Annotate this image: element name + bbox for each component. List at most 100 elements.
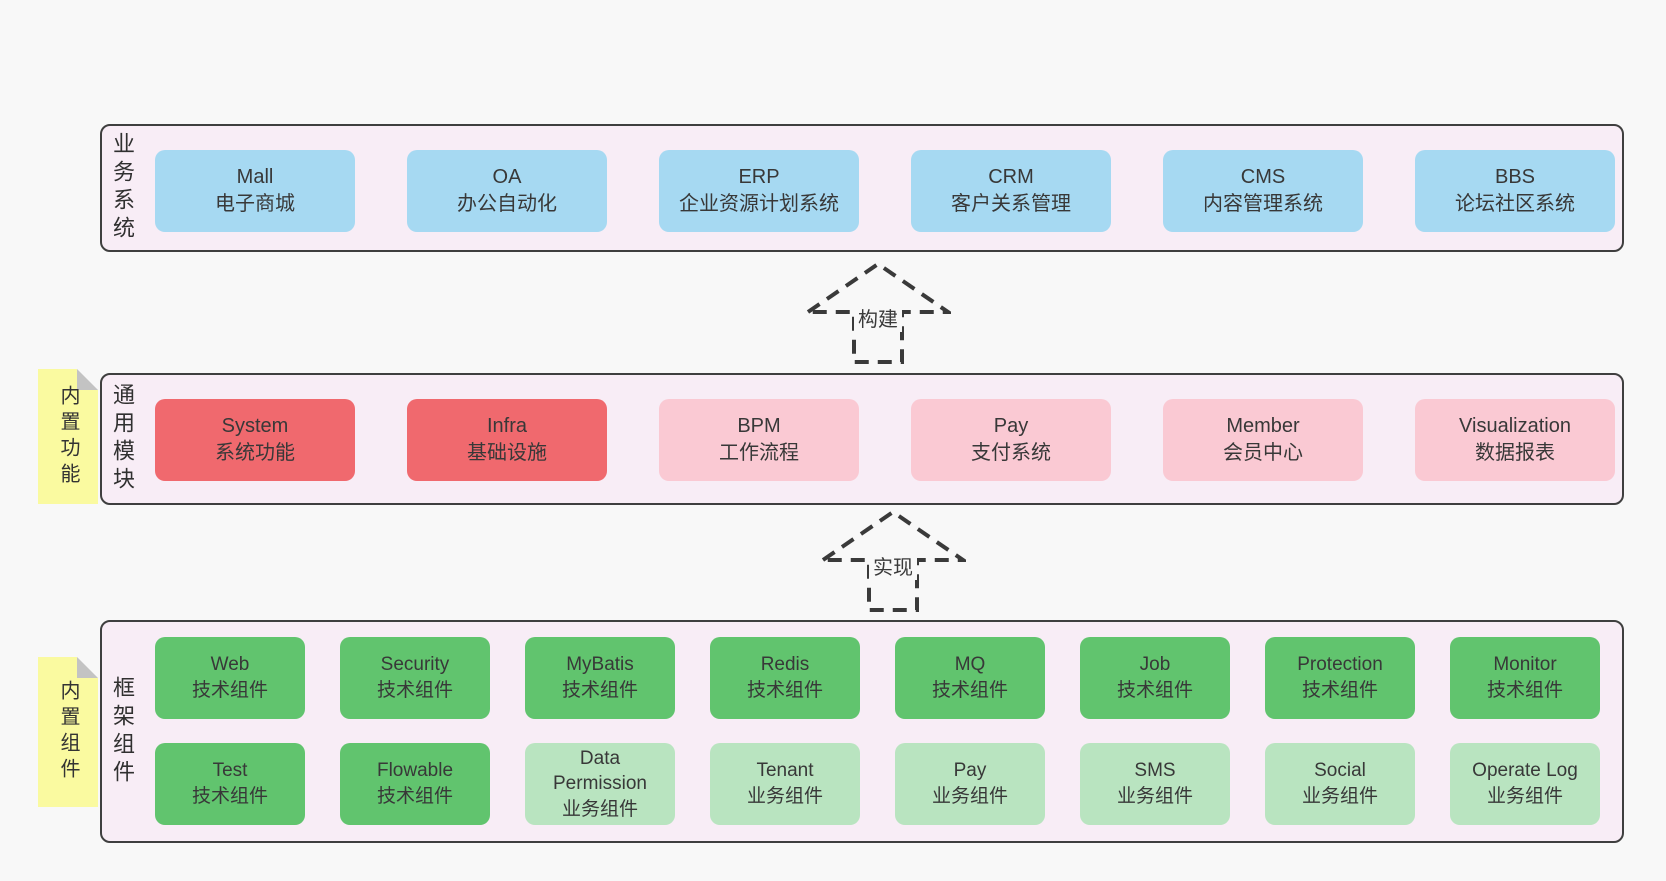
box-subtitle: 办公自动化 [457, 193, 557, 215]
box-title: Visualization [1459, 415, 1571, 437]
box-operate-log: Operate Log 业务组件 [1450, 743, 1600, 825]
box-visualization: Visualization 数据报表 [1415, 399, 1615, 481]
box-subtitle: 论坛社区系统 [1455, 193, 1575, 215]
box-subtitle: 技术组件 [931, 680, 1008, 701]
box-mq: MQ 技术组件 [895, 637, 1045, 719]
box-security: Security 技术组件 [340, 637, 490, 719]
box-subtitle: 技术组件 [376, 680, 453, 701]
box-subtitle: 技术组件 [376, 786, 453, 807]
box-title: BPM [737, 415, 781, 437]
box-title: ERP [738, 166, 780, 188]
box-subtitle: 企业资源计划系统 [679, 193, 839, 215]
box-data-permission: Data Permission 业务组件 [525, 743, 675, 825]
box-monitor: Monitor 技术组件 [1450, 637, 1600, 719]
box-subtitle: 业务组件 [1116, 786, 1193, 807]
box-redis: Redis 技术组件 [710, 637, 860, 719]
box-subtitle: 技术组件 [561, 680, 638, 701]
box-flowable: Flowable 技术组件 [340, 743, 490, 825]
box-oa: OA 办公自动化 [407, 150, 607, 232]
box-infra: Infra 基础设施 [407, 399, 607, 481]
box-bpm: BPM 工作流程 [659, 399, 859, 481]
box-title: Flowable [376, 760, 454, 782]
box-subtitle: 技术组件 [191, 786, 268, 807]
box-title: Job [1139, 654, 1171, 676]
box-title: Pay [953, 760, 987, 782]
folded-corner-icon [77, 657, 98, 678]
box-subtitle: 基础设施 [467, 442, 547, 464]
box-title: SMS [1134, 760, 1176, 782]
box-member: Member 会员中心 [1163, 399, 1363, 481]
folded-corner-icon [77, 369, 98, 390]
box-title: MQ [954, 654, 986, 676]
box-subtitle: 客户关系管理 [951, 193, 1071, 215]
box-mall: Mall 电子商城 [155, 150, 355, 232]
box-row: Mall 电子商城 OA 办公自动化 ERP 企业资源计划系统 CRM 客户关系… [155, 150, 1615, 232]
box-subtitle: 业务组件 [746, 786, 823, 807]
layer-business-systems: 业务系统 Mall 电子商城 OA 办公自动化 ERP 企业资源计划系统 CRM… [100, 124, 1624, 252]
box-title: Redis [760, 654, 810, 676]
layer-framework-components: 框架组件 Web 技术组件 Security 技术组件 MyBatis 技术组件… [100, 620, 1624, 843]
box-pay-biz: Pay 业务组件 [895, 743, 1045, 825]
box-bbs: BBS 论坛社区系统 [1415, 150, 1615, 232]
box-subtitle: 业务组件 [931, 786, 1008, 807]
box-title: Data Permission [553, 747, 647, 795]
box-title: Infra [486, 415, 528, 437]
box-subtitle: 技术组件 [1486, 680, 1563, 701]
box-title: Social [1314, 760, 1366, 782]
box-system: System 系统功能 [155, 399, 355, 481]
box-subtitle: 电子商城 [215, 193, 295, 215]
arrow-implement: 实现 [820, 509, 966, 613]
box-subtitle: 工作流程 [719, 442, 799, 464]
box-subtitle: 技术组件 [1301, 680, 1378, 701]
box-pay: Pay 支付系统 [911, 399, 1111, 481]
box-test: Test 技术组件 [155, 743, 305, 825]
layer-common-modules: 通用模块 System 系统功能 Infra 基础设施 BPM 工作流程 Pay… [100, 373, 1624, 505]
box-sms: SMS 业务组件 [1080, 743, 1230, 825]
box-erp: ERP 企业资源计划系统 [659, 150, 859, 232]
box-subtitle: 技术组件 [1116, 680, 1193, 701]
box-title: Web [210, 654, 250, 676]
box-title: System [221, 415, 289, 437]
sticky-note-builtin-components: 内置组件 [38, 657, 98, 807]
box-row: System 系统功能 Infra 基础设施 BPM 工作流程 Pay 支付系统… [155, 399, 1615, 481]
box-subtitle: 业务组件 [1301, 786, 1378, 807]
box-crm: CRM 客户关系管理 [911, 150, 1111, 232]
box-title: MyBatis [566, 654, 634, 676]
box-job: Job 技术组件 [1080, 637, 1230, 719]
box-social: Social 业务组件 [1265, 743, 1415, 825]
box-title: BBS [1494, 166, 1536, 188]
box-title: Security [380, 654, 450, 676]
box-title: Pay [993, 415, 1029, 437]
box-title: Mall [236, 166, 274, 188]
sticky-note-text: 内置功能 [57, 384, 79, 489]
box-mybatis: MyBatis 技术组件 [525, 637, 675, 719]
arrow-label: 实现 [869, 551, 917, 580]
box-subtitle: 业务组件 [1486, 786, 1563, 807]
box-title: Tenant [756, 760, 814, 782]
box-subtitle: 内容管理系统 [1203, 193, 1323, 215]
arrow-build: 构建 [805, 261, 951, 365]
box-protection: Protection 技术组件 [1265, 637, 1415, 719]
box-subtitle: 数据报表 [1475, 442, 1555, 464]
box-subtitle: 业务组件 [561, 798, 638, 820]
box-title: Operate Log [1472, 760, 1578, 782]
box-subtitle: 技术组件 [191, 680, 268, 701]
sticky-note-builtin-features: 内置功能 [38, 369, 98, 504]
arrow-label: 构建 [854, 303, 902, 332]
box-subtitle: 会员中心 [1223, 442, 1303, 464]
box-title: CRM [988, 166, 1034, 188]
box-title: OA [492, 166, 522, 188]
box-web: Web 技术组件 [155, 637, 305, 719]
box-subtitle: 技术组件 [746, 680, 823, 701]
box-row: Web 技术组件 Security 技术组件 MyBatis 技术组件 Redi… [155, 637, 1600, 719]
layer-label-business-systems: 业务系统 [110, 132, 135, 244]
box-title: Protection [1297, 654, 1383, 676]
layer-label-common-modules: 通用模块 [110, 383, 135, 495]
box-subtitle: 支付系统 [971, 442, 1051, 464]
box-cms: CMS 内容管理系统 [1163, 150, 1363, 232]
box-subtitle: 系统功能 [215, 442, 295, 464]
sticky-note-text: 内置组件 [57, 680, 79, 784]
box-title: CMS [1240, 166, 1286, 188]
box-tenant: Tenant 业务组件 [710, 743, 860, 825]
box-title: Member [1226, 415, 1300, 437]
